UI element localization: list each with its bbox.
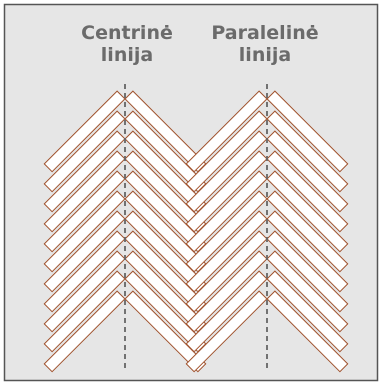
plank-right (124, 90, 207, 173)
center-line-label-line1: Centrinė (81, 22, 173, 44)
plank-left (185, 210, 268, 293)
plank-left (43, 110, 126, 193)
plank-left (185, 110, 268, 193)
plank-right (124, 130, 207, 213)
plank-left (43, 90, 126, 173)
plank-right (124, 110, 207, 193)
plank-right (124, 190, 207, 273)
plank-right (124, 210, 207, 293)
plank-left (185, 290, 268, 373)
herringbone-planks (43, 90, 349, 373)
plank-left (185, 230, 268, 313)
plank-right (266, 130, 349, 213)
plank-left (185, 130, 268, 213)
plank-left (43, 130, 126, 213)
plank-right (266, 250, 349, 333)
plank-left (43, 250, 126, 333)
plank-left (43, 290, 126, 373)
plank-left (43, 230, 126, 313)
plank-right (266, 150, 349, 233)
parallel-line-label: Paralelinė linija (190, 22, 340, 66)
plank-left (43, 190, 126, 273)
plank-right (266, 190, 349, 273)
plank-right (266, 170, 349, 253)
plank-left (43, 210, 126, 293)
plank-left (185, 190, 268, 273)
plank-left (43, 170, 126, 253)
plank-right (124, 270, 207, 353)
plank-left (185, 250, 268, 333)
plank-left (185, 270, 268, 353)
plank-right (266, 110, 349, 193)
plank-right (124, 150, 207, 233)
plank-right (124, 250, 207, 333)
plank-left (185, 150, 268, 233)
parallel-line-label-line2: linija (238, 44, 292, 66)
plank-right (266, 210, 349, 293)
plank-right (266, 90, 349, 173)
plank-left (185, 90, 268, 173)
plank-right (124, 290, 207, 373)
plank-left (185, 170, 268, 253)
plank-left (43, 150, 126, 233)
plank-right (266, 270, 349, 353)
plank-right (266, 230, 349, 313)
plank-right (124, 170, 207, 253)
plank-right (266, 290, 349, 373)
plank-right (124, 230, 207, 313)
parallel-line-label-line1: Paralelinė (211, 22, 319, 44)
center-line-label: Centrinė linija (52, 22, 202, 66)
plank-left (43, 270, 126, 353)
guide-lines (124, 84, 268, 372)
center-line-label-line2: linija (100, 44, 154, 66)
